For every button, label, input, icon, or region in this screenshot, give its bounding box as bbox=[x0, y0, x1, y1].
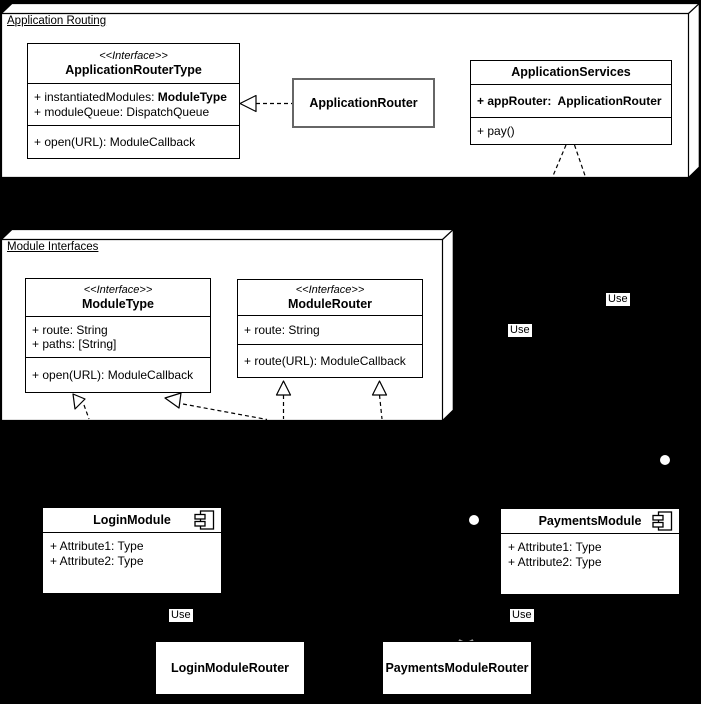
stereotype-label: <<Interface>> bbox=[295, 283, 365, 296]
class-application-services: ApplicationServices + appRouter: Applica… bbox=[470, 60, 672, 145]
method-row: + open(URL): ModuleCallback bbox=[32, 367, 194, 382]
arrowhead-moduletype-left bbox=[72, 393, 86, 410]
method-row: + route(URL): ModuleCallback bbox=[244, 353, 406, 368]
methods-section: + open(URL): ModuleCallback bbox=[26, 357, 210, 392]
component-name: LoginModule bbox=[93, 513, 171, 527]
attributes-section: + instantiatedModules: ModuleType + modu… bbox=[28, 83, 239, 125]
endpoint-dots bbox=[469, 455, 670, 525]
arrowhead-applicationroutertype bbox=[239, 94, 257, 113]
endpoint-dot-right bbox=[660, 455, 670, 465]
method-row: + open(URL): ModuleCallback bbox=[34, 134, 196, 149]
class-application-router-type: <<Interface>> ApplicationRouterType + in… bbox=[27, 43, 240, 159]
component-header: LoginModule bbox=[43, 508, 221, 533]
class-header: <<Interface>> ModuleType bbox=[26, 279, 210, 316]
edge-services-use-left bbox=[551, 144, 567, 178]
class-payments-module-router: PaymentsModuleRouter bbox=[382, 641, 532, 695]
attribute-row: + instantiatedModules: ModuleType bbox=[34, 90, 227, 104]
stereotype-label: <<Interface>> bbox=[83, 283, 153, 296]
attribute-row: + paths: [String] bbox=[32, 337, 117, 351]
class-application-router: ApplicationRouter bbox=[292, 78, 435, 128]
class-name: ApplicationServices bbox=[511, 65, 631, 79]
class-login-module-router: LoginModuleRouter bbox=[155, 641, 305, 695]
interface-module-type: <<Interface>> ModuleType + route: String… bbox=[25, 278, 211, 393]
methods-section: + open(URL): ModuleCallback bbox=[28, 125, 239, 158]
realization-arrowheads bbox=[72, 94, 388, 410]
class-name: ModuleRouter bbox=[287, 296, 373, 311]
edge-services-use-right bbox=[573, 144, 587, 178]
package-label-application-routing: Application Routing bbox=[7, 15, 107, 27]
component-login-module: LoginModule + Attribute1: Type + Attribu… bbox=[42, 507, 222, 594]
arrowhead-moduletype-right bbox=[164, 392, 182, 409]
attributes-section: + Attribute1: Type + Attribute2: Type bbox=[501, 534, 679, 569]
attribute-row: + route: String bbox=[244, 322, 320, 337]
attributes-section: + appRouter: ApplicationRouter bbox=[471, 84, 671, 117]
package-label-module-interfaces: Module Interfaces bbox=[7, 241, 99, 253]
class-header: <<Interface>> ApplicationRouterType bbox=[28, 44, 239, 83]
attribute-row: + route: String bbox=[32, 322, 108, 337]
attribute-row: + Attribute1: Type bbox=[508, 540, 602, 554]
attribute-row: + Attribute1: Type bbox=[50, 539, 144, 553]
attribute-row: + Attribute2: Type bbox=[50, 553, 144, 568]
interface-module-router: <<Interface>> ModuleRouter + route: Stri… bbox=[237, 279, 423, 378]
edge-payments-to-moduletype bbox=[182, 403, 268, 421]
edge-label-use-payments: Use bbox=[510, 609, 534, 622]
class-header: ApplicationServices bbox=[471, 61, 671, 84]
arrowhead-modulerouter-right bbox=[371, 380, 388, 396]
methods-section: + pay() bbox=[471, 117, 671, 144]
dashed-edges bbox=[83, 102, 587, 421]
component-icon bbox=[652, 511, 673, 531]
attributes-section: + route: String + paths: [String] bbox=[26, 316, 210, 357]
class-header: <<Interface>> ModuleRouter bbox=[238, 280, 422, 315]
attributes-section: + route: String bbox=[238, 315, 422, 344]
edge-label-use-services-left: Use bbox=[508, 324, 532, 337]
endpoint-dot-left bbox=[469, 515, 479, 525]
methods-section: + route(URL): ModuleCallback bbox=[238, 344, 422, 377]
class-name: ModuleType bbox=[82, 296, 154, 311]
component-header: PaymentsModule bbox=[501, 509, 679, 534]
attributes-section: + Attribute1: Type + Attribute2: Type bbox=[43, 533, 221, 568]
component-icon bbox=[194, 510, 215, 530]
attribute-row: + Attribute2: Type bbox=[508, 554, 602, 569]
component-name: PaymentsModule bbox=[538, 514, 642, 528]
class-name: ApplicationRouterType bbox=[65, 62, 202, 77]
component-payments-module: PaymentsModule + Attribute1: Type + Attr… bbox=[500, 508, 680, 595]
edge-label-use-services-right: Use bbox=[606, 293, 630, 306]
attribute-row: + moduleQueue: DispatchQueue bbox=[34, 104, 210, 119]
edge-login-to-moduletype bbox=[83, 404, 90, 420]
attribute-row: + appRouter: ApplicationRouter bbox=[477, 93, 662, 108]
stereotype-label: <<Interface>> bbox=[99, 49, 168, 62]
arrowhead-modulerouter-left bbox=[275, 380, 292, 396]
method-row: + pay() bbox=[477, 123, 515, 138]
edge-label-use-login: Use bbox=[169, 609, 193, 622]
